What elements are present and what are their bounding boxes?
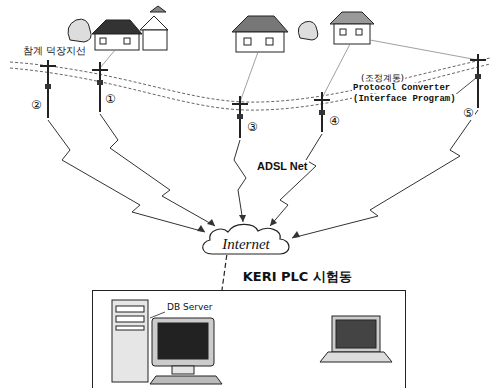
callout-number: ② (30, 98, 43, 112)
cloud-node: Internet (198, 222, 294, 262)
device-name: (Interface Program) (352, 94, 457, 104)
device-name: Protocol Converter (352, 83, 451, 93)
building-frame: KERI PLC 시험동 (92, 266, 406, 388)
node-title: Internet (222, 236, 269, 253)
line-name: 참계 덕장지선 (22, 44, 87, 58)
dashed-link (222, 255, 227, 290)
callout-number: ① (104, 92, 117, 106)
frame-border (92, 290, 406, 388)
leader-line (455, 78, 476, 95)
device-name: DB Server (166, 302, 213, 312)
node-title: KERI PLC 시험동 (243, 268, 352, 286)
network-name: ADSL Net (256, 160, 309, 172)
callout-number: ④ (328, 114, 341, 128)
leader-line (150, 312, 165, 318)
callout-number: ③ (246, 120, 259, 134)
callout-number: ⑤ (462, 106, 475, 120)
